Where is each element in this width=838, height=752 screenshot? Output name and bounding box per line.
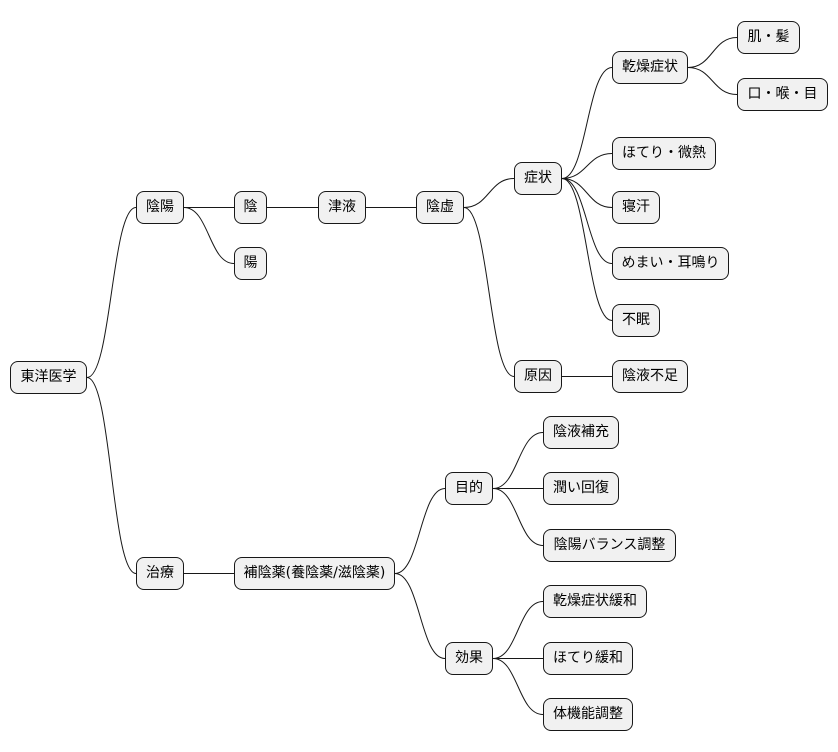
connector [463,207,515,377]
connector [687,37,738,68]
node-inyo: 陰陽 [136,191,184,224]
connector [687,67,738,95]
node-toyo-igaku: 東洋医学 [10,361,87,394]
node-taikino-chosei: 体機能調整 [543,698,633,731]
node-memai-miminari: めまい・耳鳴り [612,247,729,280]
node-hoinyaku: 補陰薬(養陰薬/滋陰薬) [234,557,395,590]
node-kanso-shojo: 乾燥症状 [612,51,688,84]
node-fumin: 不眠 [612,304,660,337]
connector [394,573,446,659]
connector [86,377,137,574]
connector [492,601,544,659]
node-ineki-fusoku: 陰液不足 [612,360,688,393]
node-inkyo: 陰虚 [416,191,464,224]
node-hoteri-binetsu: ほてり・微熱 [612,137,716,170]
connector [561,153,613,179]
node-yo: 陽 [234,247,267,280]
connector [463,178,515,208]
node-uruoi-kaifuku: 潤い回復 [543,472,619,505]
connector [394,488,446,574]
node-hada-kami: 肌・髪 [737,21,800,54]
connector [492,488,544,546]
connector [561,67,613,179]
connector [561,178,613,264]
connector [492,432,544,489]
node-shineki: 津液 [318,191,366,224]
node-in: 陰 [234,191,267,224]
node-mokuteki: 目的 [445,472,493,505]
connector [86,207,137,378]
node-inyo-balance-chosei: 陰陽バランス調整 [543,529,676,562]
node-hoteri-kanwa: ほてり緩和 [543,642,633,675]
node-kanso-shojo-kanwa: 乾燥症状緩和 [543,585,647,618]
node-shojo: 症状 [514,162,562,195]
node-kuchi-nodo-me: 口・喉・目 [737,78,828,111]
node-ineki-hoju: 陰液補充 [543,416,619,449]
connector [561,178,613,321]
node-genin: 原因 [514,360,562,393]
node-koka: 効果 [445,642,493,675]
connector [561,178,613,208]
connector [492,658,544,715]
node-nease: 寝汗 [612,191,660,224]
connector [183,207,235,264]
node-chiryo: 治療 [136,557,184,590]
